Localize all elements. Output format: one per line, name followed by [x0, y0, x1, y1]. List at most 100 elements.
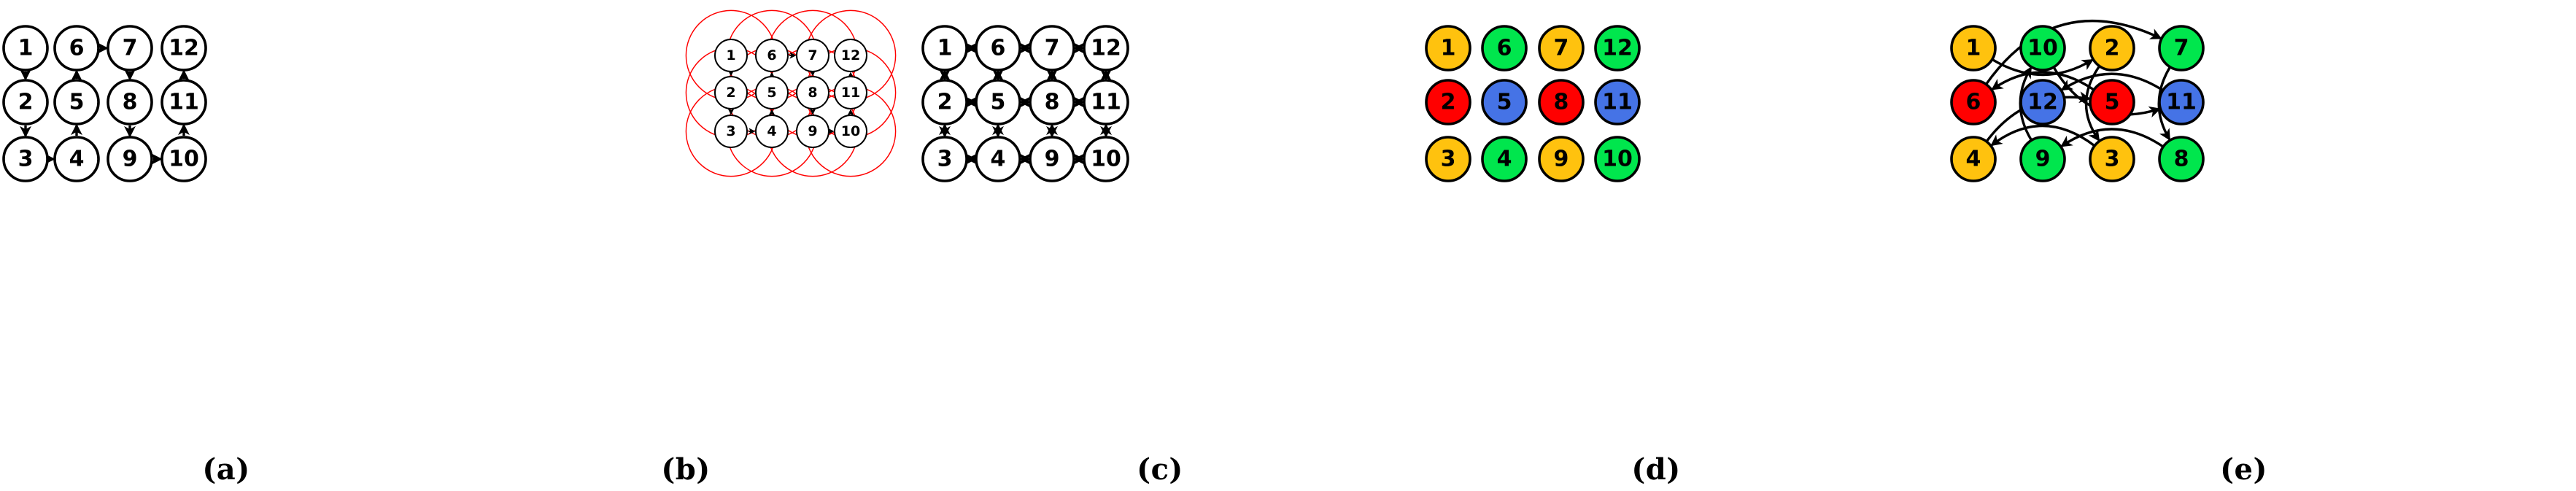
node-circle — [833, 39, 867, 73]
node-label: 7 — [1045, 35, 1060, 61]
edge-layer — [20, 42, 190, 165]
node-7[interactable]: 7 — [2158, 25, 2205, 71]
node-4[interactable]: 4 — [1481, 136, 1528, 182]
node-10[interactable]: 10 — [833, 114, 867, 148]
node-7[interactable]: 7 — [795, 39, 829, 73]
node-circle — [2158, 136, 2205, 182]
node-1[interactable]: 1 — [714, 39, 749, 73]
node-label: 10 — [841, 123, 860, 139]
node-6[interactable]: 6 — [1950, 79, 1997, 125]
node-8[interactable]: 8 — [2158, 136, 2205, 182]
node-label: 9 — [1045, 147, 1060, 172]
node-label: 3 — [1441, 147, 1456, 172]
node-7[interactable]: 7 — [107, 25, 153, 71]
node-6[interactable]: 6 — [754, 39, 789, 73]
node-label: 7 — [808, 47, 817, 63]
node-10[interactable]: 10 — [1083, 136, 1129, 182]
node-5[interactable]: 5 — [1481, 79, 1528, 125]
node-8[interactable]: 8 — [795, 76, 829, 110]
node-2[interactable]: 2 — [1425, 79, 1471, 125]
node-circle — [2158, 79, 2205, 125]
node-circle — [714, 114, 749, 148]
node-label: 4 — [69, 147, 85, 172]
node-12[interactable]: 12 — [1083, 25, 1129, 71]
node-1[interactable]: 1 — [2, 25, 49, 71]
node-4[interactable]: 4 — [1950, 136, 1997, 182]
node-7[interactable]: 7 — [1029, 25, 1075, 71]
node-label: 11 — [169, 89, 199, 115]
node-circle — [795, 114, 829, 148]
node-circle — [975, 136, 1021, 182]
node-circle — [2158, 25, 2205, 71]
panel-caption-c: (c) — [1137, 452, 1183, 487]
node-label: 11 — [1091, 90, 1121, 115]
node-label: 12 — [169, 35, 199, 61]
node-circle — [975, 25, 1021, 71]
node-2[interactable]: 2 — [921, 79, 968, 125]
node-circle — [795, 39, 829, 73]
node-10[interactable]: 10 — [2019, 25, 2066, 71]
node-2[interactable]: 2 — [714, 76, 749, 110]
node-7[interactable]: 7 — [1538, 25, 1585, 71]
node-3[interactable]: 3 — [2, 136, 49, 182]
node-circle — [107, 136, 153, 182]
node-12[interactable]: 12 — [2019, 79, 2066, 125]
node-label: 9 — [808, 123, 817, 139]
node-9[interactable]: 9 — [107, 136, 153, 182]
node-8[interactable]: 8 — [1538, 79, 1585, 125]
node-12[interactable]: 12 — [1594, 25, 1641, 71]
node-12[interactable]: 12 — [833, 39, 867, 73]
node-label: 10 — [169, 147, 199, 172]
node-5[interactable]: 5 — [754, 76, 789, 110]
node-1[interactable]: 1 — [1950, 25, 1997, 71]
node-5[interactable]: 5 — [975, 79, 1021, 125]
node-9[interactable]: 9 — [2019, 136, 2066, 182]
node-3[interactable]: 3 — [921, 136, 968, 182]
node-3[interactable]: 3 — [1425, 136, 1471, 182]
node-8[interactable]: 8 — [1029, 79, 1075, 125]
node-9[interactable]: 9 — [1029, 136, 1075, 182]
node-circle — [107, 79, 153, 125]
node-3[interactable]: 3 — [2089, 136, 2135, 182]
node-5[interactable]: 5 — [2089, 79, 2135, 125]
node-circle — [160, 136, 207, 182]
node-circle — [921, 25, 968, 71]
node-circle — [2019, 25, 2066, 71]
node-circle — [1481, 136, 1528, 182]
node-11[interactable]: 11 — [1083, 79, 1129, 125]
node-3[interactable]: 3 — [714, 114, 749, 148]
node-circle — [53, 25, 100, 71]
node-5[interactable]: 5 — [53, 79, 100, 125]
node-4[interactable]: 4 — [754, 114, 789, 148]
node-11[interactable]: 11 — [160, 79, 207, 125]
edge-layer — [727, 52, 854, 135]
node-circle — [107, 25, 153, 71]
panel-caption-e: (e) — [2220, 452, 2267, 487]
node-11[interactable]: 11 — [2158, 79, 2205, 125]
node-11[interactable]: 11 — [833, 76, 867, 110]
node-6[interactable]: 6 — [975, 25, 1021, 71]
node-9[interactable]: 9 — [795, 114, 829, 148]
node-10[interactable]: 10 — [160, 136, 207, 182]
node-4[interactable]: 4 — [53, 136, 100, 182]
node-9[interactable]: 9 — [1538, 136, 1585, 182]
node-2[interactable]: 2 — [2089, 25, 2135, 71]
node-10[interactable]: 10 — [1594, 136, 1641, 182]
node-1[interactable]: 1 — [1425, 25, 1471, 71]
node-4[interactable]: 4 — [975, 136, 1021, 182]
node-12[interactable]: 12 — [160, 25, 207, 71]
node-circle — [833, 76, 867, 110]
node-label: 2 — [2105, 35, 2120, 61]
node-circle — [714, 39, 749, 73]
node-label: 11 — [2166, 90, 2197, 115]
edge-layer — [939, 42, 1112, 165]
node-1[interactable]: 1 — [921, 25, 968, 71]
node-11[interactable]: 11 — [1594, 79, 1641, 125]
node-2[interactable]: 2 — [2, 79, 49, 125]
node-6[interactable]: 6 — [1481, 25, 1528, 71]
node-8[interactable]: 8 — [107, 79, 153, 125]
node-6[interactable]: 6 — [53, 25, 100, 71]
